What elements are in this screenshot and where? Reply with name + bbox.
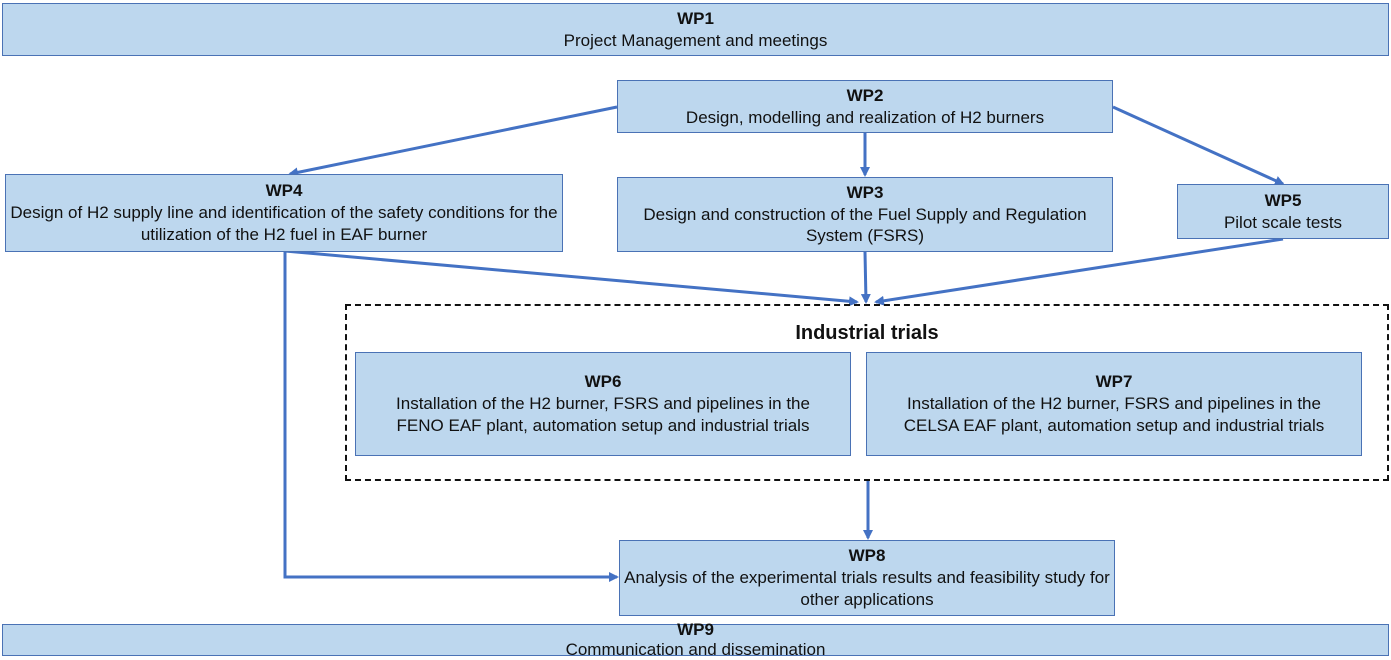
wp4-desc: Design of H2 supply line and identificat…	[10, 203, 558, 244]
wp7-title: WP7	[1095, 372, 1133, 392]
arrow-wp3-to-industrial-trials	[860, 251, 871, 304]
wp7-box: WP7 Installation of the H2 burner, FSRS …	[866, 352, 1362, 456]
wp1-title: WP1	[677, 8, 714, 28]
wp3-box: WP3 Design and construction of the Fuel …	[617, 177, 1113, 252]
wp5-box: WP5 Pilot scale tests	[1177, 184, 1389, 239]
wp3-title: WP3	[846, 182, 884, 202]
wp2-desc: Design, modelling and realization of H2 …	[685, 107, 1045, 127]
arrow-wp4-to-wp8	[283, 251, 619, 582]
industrial-trials-title: Industrial trials	[795, 322, 939, 344]
arrow-wp5-to-industrial-trials	[874, 237, 1284, 306]
wp6-desc: Installation of the H2 burner, FSRS and …	[396, 394, 810, 435]
wp8-desc: Analysis of the experimental trials resu…	[624, 568, 1110, 609]
wp4-title: WP4	[265, 181, 303, 201]
wp8-box: WP8 Analysis of the experimental trials …	[619, 540, 1115, 616]
wp9-box: WP9 Communication and dissemination	[2, 620, 1389, 659]
industrial-trials-group	[345, 304, 1389, 481]
wp2-title: WP2	[846, 85, 884, 105]
arrow-wp4-to-industrial-trials	[284, 249, 859, 307]
wp9-desc: Communication and dissemination	[565, 640, 826, 659]
wp6-box: WP6 Installation of the H2 burner, FSRS …	[355, 352, 851, 456]
wp6-title: WP6	[584, 372, 622, 392]
arrow-wp2-to-wp5	[1112, 105, 1285, 186]
wp5-title: WP5	[1264, 190, 1302, 210]
wp1-desc: Project Management and meetings	[563, 30, 828, 50]
wp7-desc: Installation of the H2 burner, FSRS and …	[903, 394, 1325, 435]
wp5-desc: Pilot scale tests	[1223, 212, 1343, 232]
wp8-title: WP8	[848, 546, 886, 566]
wp9-title: WP9	[677, 620, 714, 640]
wp1-box: WP1 Project Management and meetings	[2, 3, 1389, 56]
wp3-desc: Design and construction of the Fuel Supp…	[643, 204, 1087, 246]
arrow-wp2-to-wp4	[288, 105, 618, 178]
wp2-box: WP2 Design, modelling and realization of…	[617, 80, 1113, 133]
wp4-box: WP4 Design of H2 supply line and identif…	[5, 174, 563, 252]
